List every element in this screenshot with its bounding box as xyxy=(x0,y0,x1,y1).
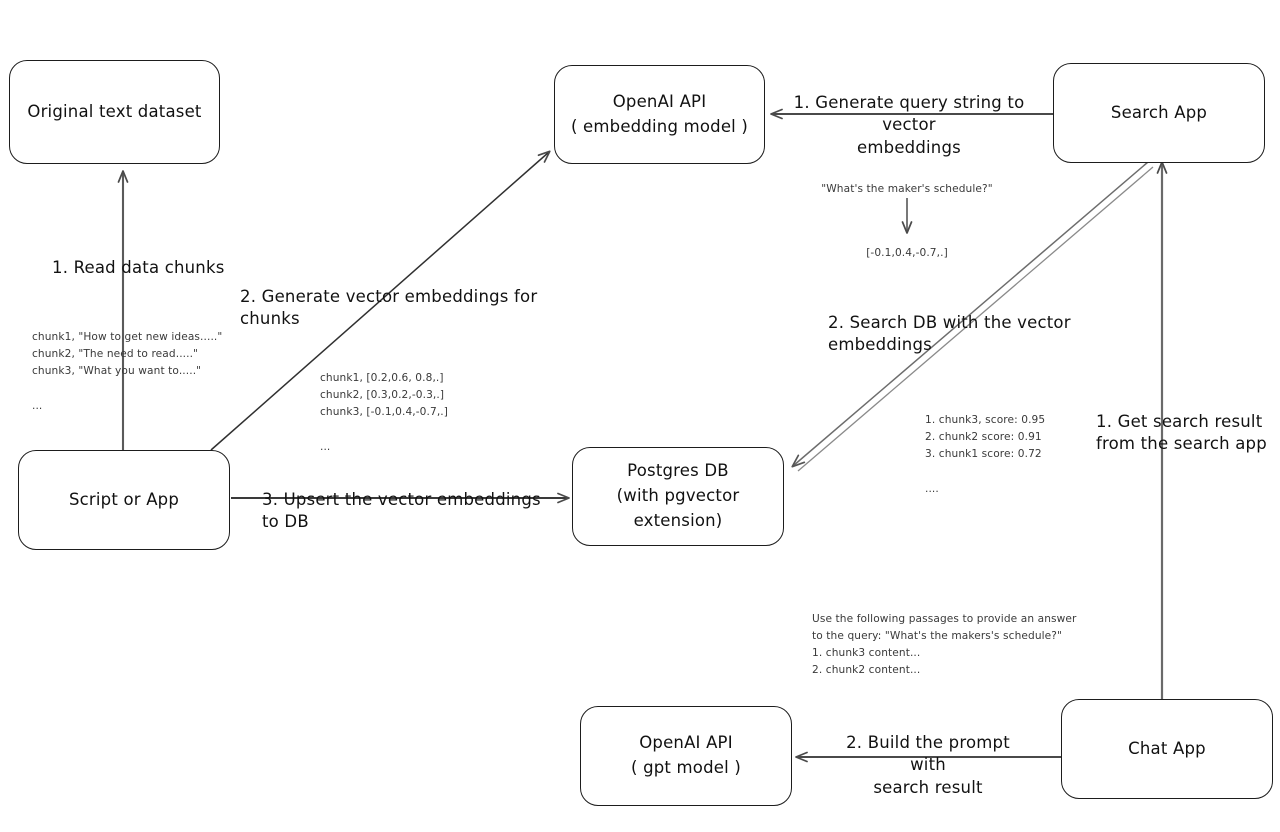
note-chunk-texts: chunk1, "How to get new ideas....." chun… xyxy=(32,331,223,412)
node-title: OpenAI API xyxy=(612,91,707,111)
edge-label-generate-vector-embeddings: 2. Generate vector embeddings for chunks xyxy=(240,287,538,329)
node-openai-embedding-api[interactable]: OpenAI API ( embedding model ) xyxy=(554,65,765,164)
note-query-string: "What's the maker's schedule?" xyxy=(821,183,993,195)
node-subtitle: ( gpt model ) xyxy=(630,758,741,777)
note-prompt-text: Use the following passages to provide an… xyxy=(812,613,1077,677)
note-chunk-vectors: chunk1, [0.2,0.6, 0.8,.] chunk2, [0.3,0.… xyxy=(320,372,449,453)
note-search-results: 1. chunk3, score: 0.95 2. chunk2 score: … xyxy=(925,414,1046,495)
node-title: Script or App xyxy=(68,489,180,509)
node-subtitle: (with pgvector extension) xyxy=(616,486,740,530)
note-query-vector: [-0.1,0.4,-0.7,.] xyxy=(866,247,948,259)
edge-label-generate-query-string: 1. Generate query string to vector embed… xyxy=(793,93,1025,157)
node-title: Original text dataset xyxy=(27,101,202,121)
node-title: OpenAI API xyxy=(639,733,733,753)
node-openai-gpt-api[interactable]: OpenAI API ( gpt model ) xyxy=(580,706,792,806)
node-title: Search App xyxy=(1110,102,1208,122)
edge-label-upsert-to-db: 3. Upsert the vector embeddings to DB xyxy=(262,490,541,532)
node-search-app[interactable]: Search App xyxy=(1053,63,1265,163)
edge-label-search-db: 2. Search DB with the vector embeddings xyxy=(828,313,1071,355)
node-title: Chat App xyxy=(1128,738,1206,758)
node-chat-app[interactable]: Chat App xyxy=(1061,699,1273,799)
node-original-text-dataset[interactable]: Original text dataset xyxy=(9,60,220,164)
edge-label-build-prompt: 2. Build the prompt with search result xyxy=(846,733,1010,797)
node-title: Postgres DB xyxy=(627,461,729,481)
node-script-or-app[interactable]: Script or App xyxy=(18,450,230,550)
edge-label-read-data-chunks: 1. Read data chunks xyxy=(52,258,225,277)
edge-label-get-search-result: 1. Get search result from the search app xyxy=(1096,412,1267,454)
node-postgres-db[interactable]: Postgres DB (with pgvector extension) xyxy=(572,447,784,546)
node-subtitle: ( embedding model ) xyxy=(570,116,749,136)
